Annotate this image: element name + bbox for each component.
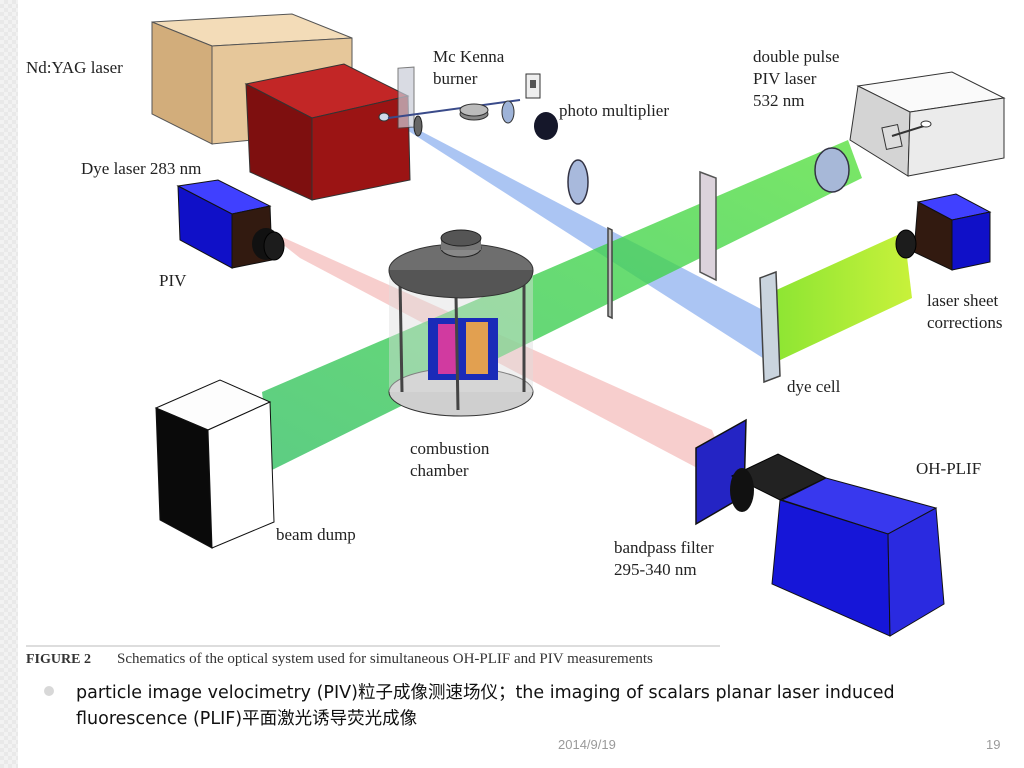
label-piv: PIV — [159, 271, 187, 290]
dye-laser-housing — [176, 179, 285, 269]
laser-sheet-lime — [772, 232, 912, 362]
slide-note: particle image velocimetry (PIV)粒子成像测速场仪… — [76, 680, 1006, 732]
beam-dump — [154, 379, 275, 549]
label-laser-sheet-line2: corrections — [927, 313, 1003, 332]
dye-cell — [759, 270, 781, 384]
mckenna-burner-assembly — [387, 66, 541, 137]
blue-beam-lens — [567, 159, 589, 205]
bullet-marker — [44, 686, 54, 696]
combustion-chamber — [388, 229, 534, 417]
label-bandpass-line2: 295-340 nm — [614, 560, 697, 579]
footer-page-number: 19 — [986, 737, 1001, 752]
label-ndyag-laser: Nd:YAG laser — [26, 58, 123, 77]
figure-caption-head: FIGURE 2 — [26, 652, 91, 667]
label-mckenna-line2: burner — [433, 69, 478, 88]
green-beam-lens — [814, 147, 850, 193]
label-laser-sheet-line1: laser sheet — [927, 291, 999, 310]
slide-note-line1: particle image velocimetry (PIV)粒子成像测速场仪… — [76, 683, 895, 703]
label-combustion-line2: chamber — [410, 461, 469, 480]
oh-plif-camera — [730, 453, 945, 637]
label-dye-cell: dye cell — [787, 377, 841, 396]
label-double-pulse-line3: 532 nm — [753, 91, 804, 110]
correction-camera — [895, 193, 992, 271]
label-oh-plif: OH-PLIF — [916, 459, 981, 478]
label-photo-multiplier: photo multiplier — [559, 101, 669, 120]
label-bandpass-line1: bandpass filter — [614, 538, 714, 557]
label-dye-laser: Dye laser 283 nm — [81, 159, 201, 178]
figure-caption-text: Schematics of the optical system used fo… — [117, 651, 653, 667]
label-combustion-line1: combustion — [410, 439, 490, 458]
yag-blue-beam — [392, 116, 778, 360]
slide-note-line2: fluorescence (PLIF)平面激光诱导荧光成像 — [76, 709, 418, 729]
footer-date: 2014/9/19 — [558, 737, 616, 752]
mirror-plate-1 — [699, 170, 717, 282]
label-beam-dump: beam dump — [276, 525, 356, 544]
label-double-pulse-line2: PIV laser — [753, 69, 817, 88]
double-pulse-piv-laser-housing — [849, 71, 1006, 177]
mirror-plate-2 — [607, 226, 613, 320]
ndyag-laser-red-box — [244, 63, 411, 201]
label-double-pulse-line1: double pulse — [753, 47, 839, 66]
piv-pink-beam — [262, 228, 735, 488]
label-mckenna-line1: Mc Kenna — [433, 47, 505, 66]
photo-multiplier-lens — [534, 112, 558, 140]
